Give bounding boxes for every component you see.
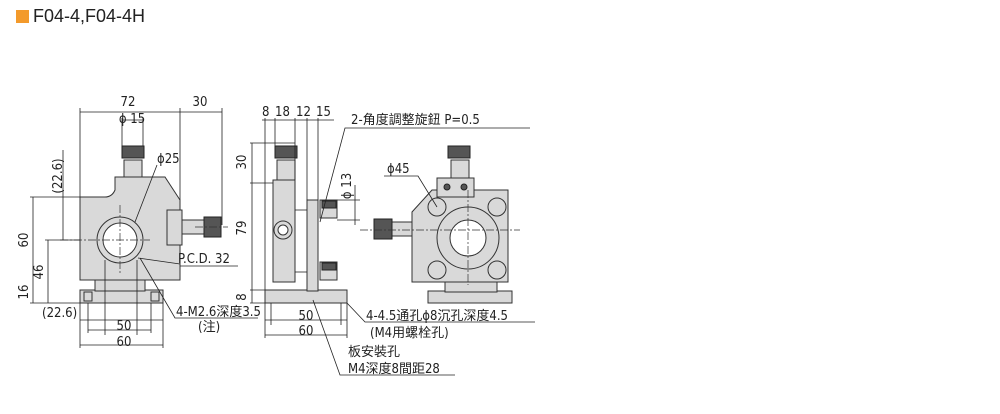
title-marker-icon (16, 10, 29, 23)
front-view: 72 30 ϕ 15 ϕ25 (22.6) 60 46 16 (22.6) 50… (17, 95, 261, 350)
dim-8-side: 8 (235, 293, 250, 300)
dim-60: 60 (117, 335, 132, 350)
hole-note-sub: (M4用螺栓孔) (370, 326, 449, 341)
dim-60-side: 60 (299, 324, 314, 339)
back-top-knob-icon (447, 145, 471, 159)
hole-note: 4-4.5通孔ϕ8沉孔深度4.5 (366, 308, 508, 324)
dim-phi45: ϕ45 (387, 162, 410, 177)
dim-phi25: ϕ25 (157, 152, 180, 167)
side-bracket (306, 199, 319, 292)
back-clamp (436, 177, 475, 198)
dim-50: 50 (117, 319, 132, 334)
dim-18-top: 18 (275, 105, 290, 120)
side-clamp (166, 209, 183, 246)
dim-30-side: 30 (235, 155, 250, 170)
dim-15-top: 15 (316, 105, 331, 120)
dim-knob: 30 (193, 95, 208, 110)
dim-16: 16 (17, 285, 32, 300)
side-base-plate (264, 289, 348, 304)
tap-note-sub: (注) (198, 320, 220, 335)
dim-22-6-horizontal: (22.6) (42, 306, 77, 321)
dim-phi13: ϕ 13 (340, 173, 355, 199)
stem (94, 279, 146, 292)
dim-60-vertical: 60 (17, 233, 32, 248)
side-top-knob-icon (274, 145, 298, 159)
knob-note: 2-角度調整旋鈕 P=0.5 (351, 112, 480, 128)
section-title: F04-4,F04-4H (16, 6, 145, 27)
dim-8-top: 8 (262, 105, 269, 120)
plate-note-sub: M4深度8間距28 (348, 361, 440, 377)
back-view: ϕ45 (360, 145, 520, 304)
plate-note: 板安裝孔 (348, 345, 400, 360)
dim-79: 79 (235, 221, 250, 236)
dim-phi15: ϕ 15 (119, 112, 145, 127)
micrometer-barrel (123, 159, 143, 178)
dim-width: 72 (121, 95, 136, 110)
knurled-knob-icon (121, 145, 145, 159)
dim-12-top: 12 (296, 105, 311, 120)
back-base-plate (427, 290, 513, 304)
side-view: 8 18 12 15 30 79 8 ϕ 13 50 60 2-角度調整旋鈕 P… (235, 105, 535, 377)
dim-46: 46 (32, 265, 47, 280)
tap-note: 4-M2.6深度3.5 (176, 304, 261, 320)
title-text: F04-4,F04-4H (33, 6, 146, 26)
back-side-knob-icon (373, 218, 393, 240)
dim-22-6-vertical: (22.6) (51, 158, 66, 193)
pcd-label: P.C.D. 32 (178, 252, 230, 267)
dim-50-side: 50 (299, 309, 314, 324)
